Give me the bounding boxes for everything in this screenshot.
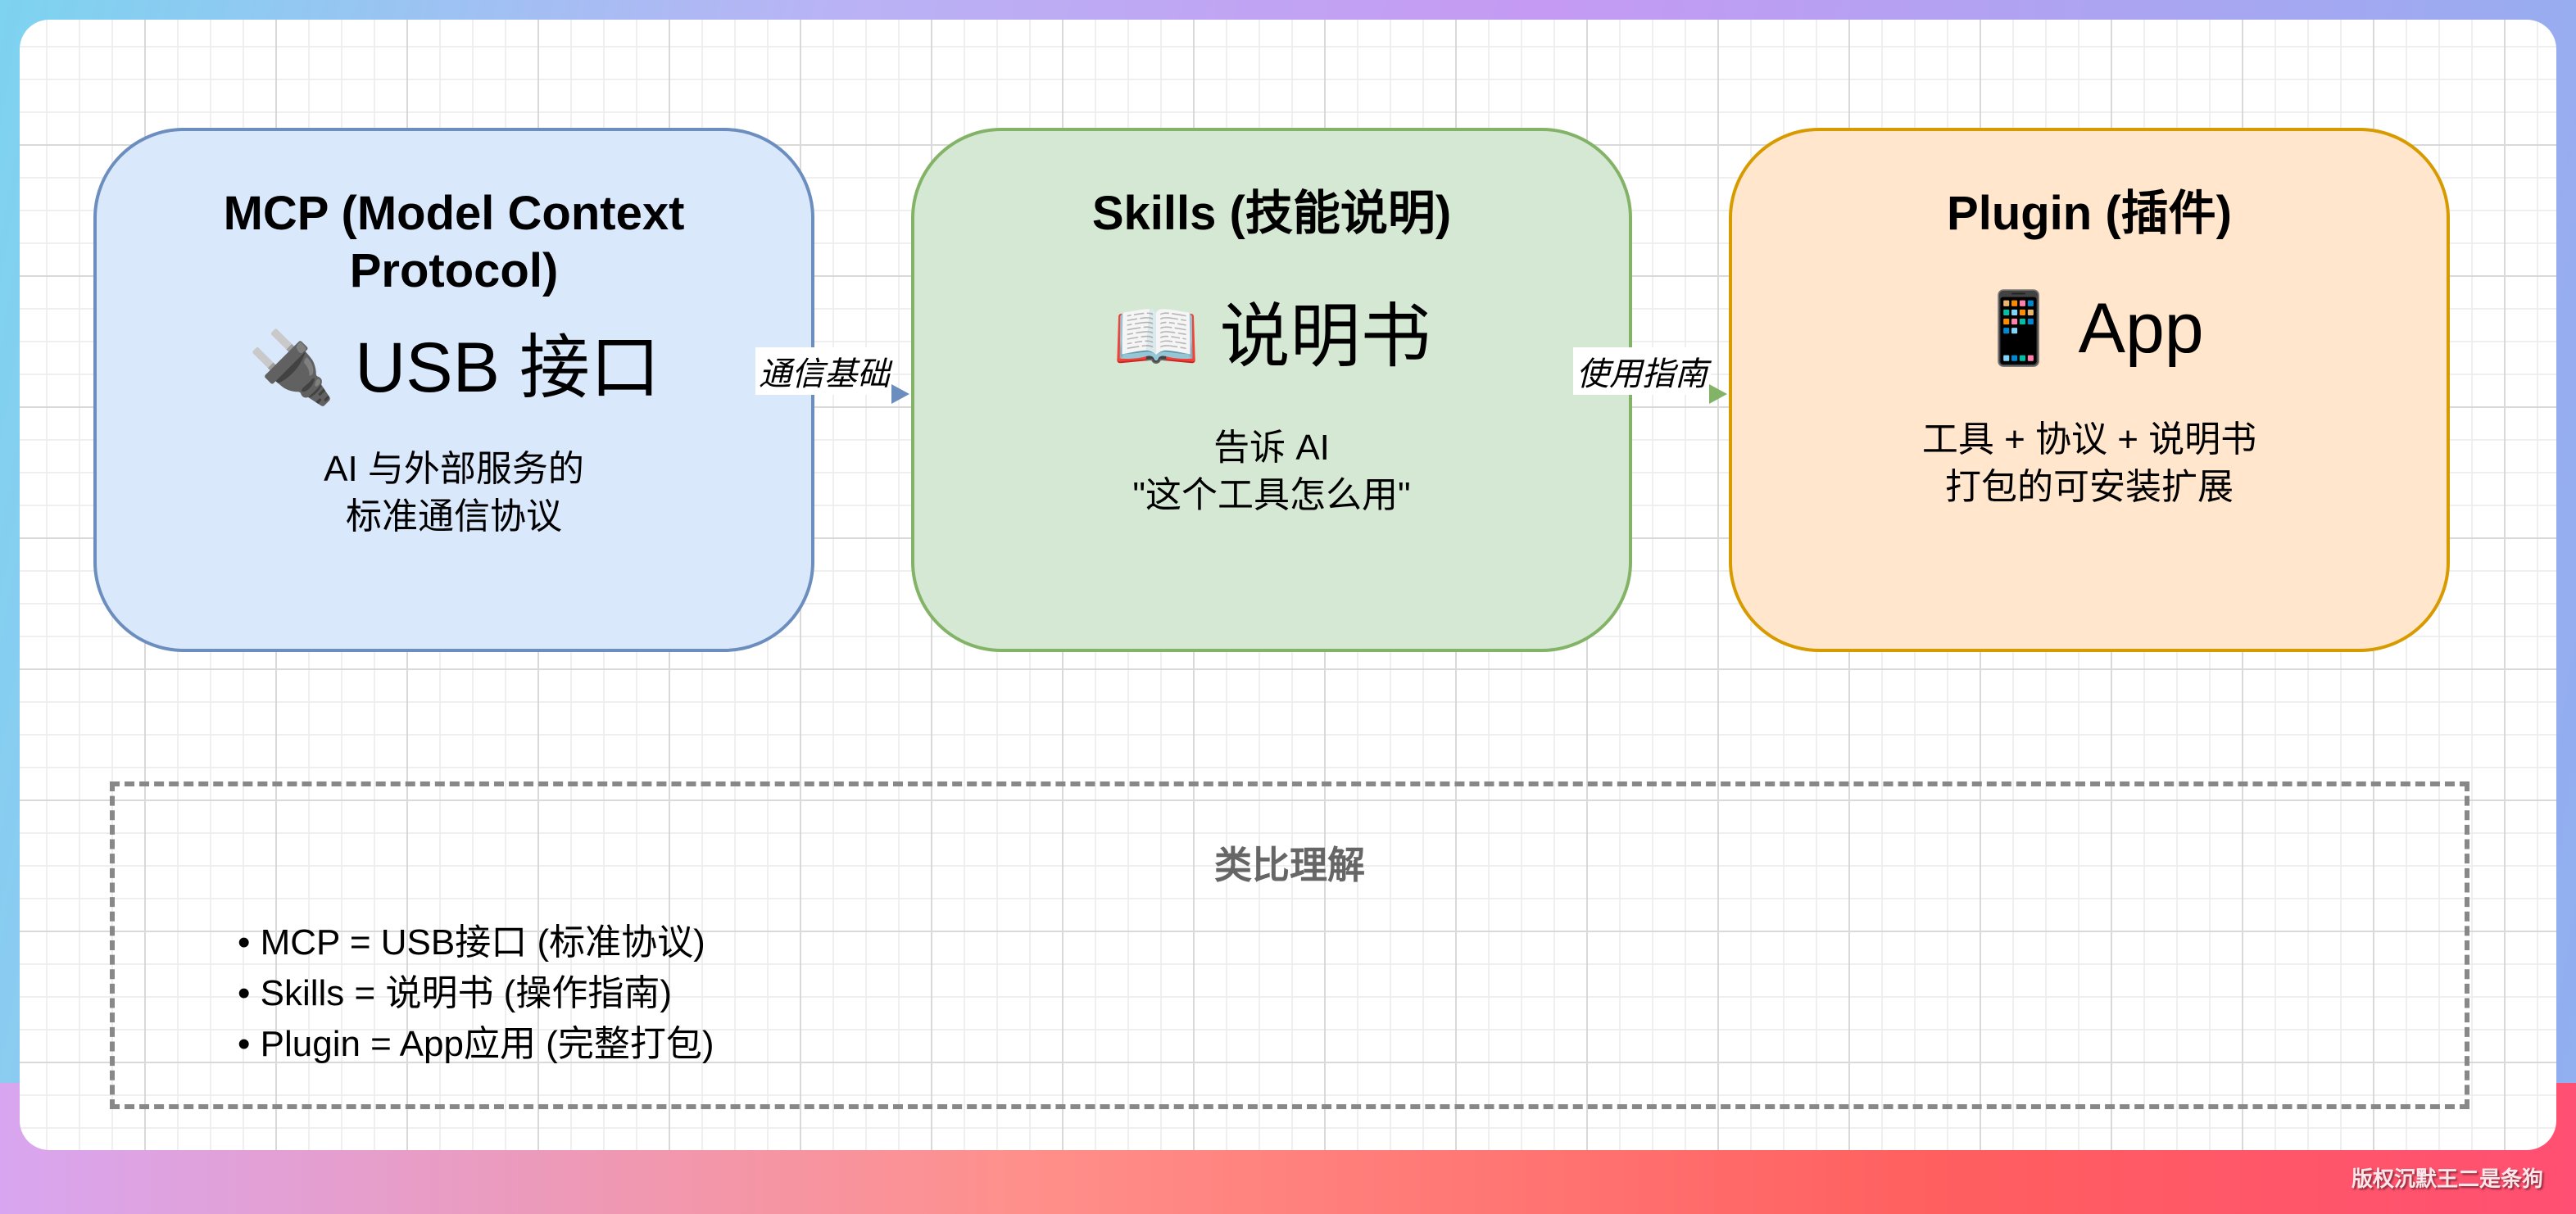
edge-label-communication: 通信基础 bbox=[755, 347, 893, 395]
box-title: Skills (技能说明) bbox=[1091, 187, 1452, 240]
box-desc: 标准通信协议 bbox=[346, 496, 562, 537]
skills-box[interactable]: Skills (技能说明) 📖 说明书 告诉 AI "这个工具怎么用" bbox=[911, 128, 1632, 652]
analogy-box[interactable]: 类比理解 • MCP = USB接口 (标准协议) • Skills = 说明书… bbox=[110, 781, 2469, 1109]
analogy-title: 类比理解 bbox=[1214, 844, 1365, 886]
analogy-item: • Skills = 说明书 (操作指南) bbox=[238, 973, 672, 1013]
box-desc: 工具 + 协议 + 说明书 bbox=[1921, 419, 2257, 460]
arrow-head-icon bbox=[1709, 384, 1727, 404]
box-desc: AI 与外部服务的 bbox=[324, 449, 584, 489]
analogy-item: • MCP = USB接口 (标准协议) bbox=[238, 922, 705, 963]
arrow-head-icon bbox=[891, 384, 909, 404]
book-icon: 📖 bbox=[1112, 297, 1200, 376]
mcp-box[interactable]: MCP (Model Context Protocol) 🔌 USB 接口 AI… bbox=[93, 128, 814, 652]
plug-icon: 🔌 bbox=[247, 328, 336, 407]
box-headline: 说明书 bbox=[1219, 297, 1431, 376]
watermark: 版权沉默王二是条狗 bbox=[2351, 1166, 2543, 1191]
box-headline: App bbox=[2078, 289, 2204, 368]
box-title: Plugin (插件) bbox=[1947, 187, 2232, 240]
box-desc: "这个工具怎么用" bbox=[1132, 475, 1411, 515]
box-desc: 告诉 AI bbox=[1213, 428, 1330, 468]
plugin-box[interactable]: Plugin (插件) 📱 App 工具 + 协议 + 说明书打包的可安装扩展 bbox=[1729, 128, 2450, 652]
edge-label-guide: 使用指南 bbox=[1573, 347, 1711, 395]
analogy-item: • Plugin = App应用 (完整打包) bbox=[238, 1024, 714, 1064]
diagram-canvas: MCP (Model Context Protocol) 🔌 USB 接口 AI… bbox=[20, 20, 2556, 1150]
box-headline: USB 接口 bbox=[355, 328, 660, 407]
box-desc: 打包的可安装扩展 bbox=[1945, 467, 2234, 507]
box-title: MCP (Model Context Protocol) bbox=[223, 187, 685, 297]
phone-icon: 📱 bbox=[1975, 289, 2063, 368]
